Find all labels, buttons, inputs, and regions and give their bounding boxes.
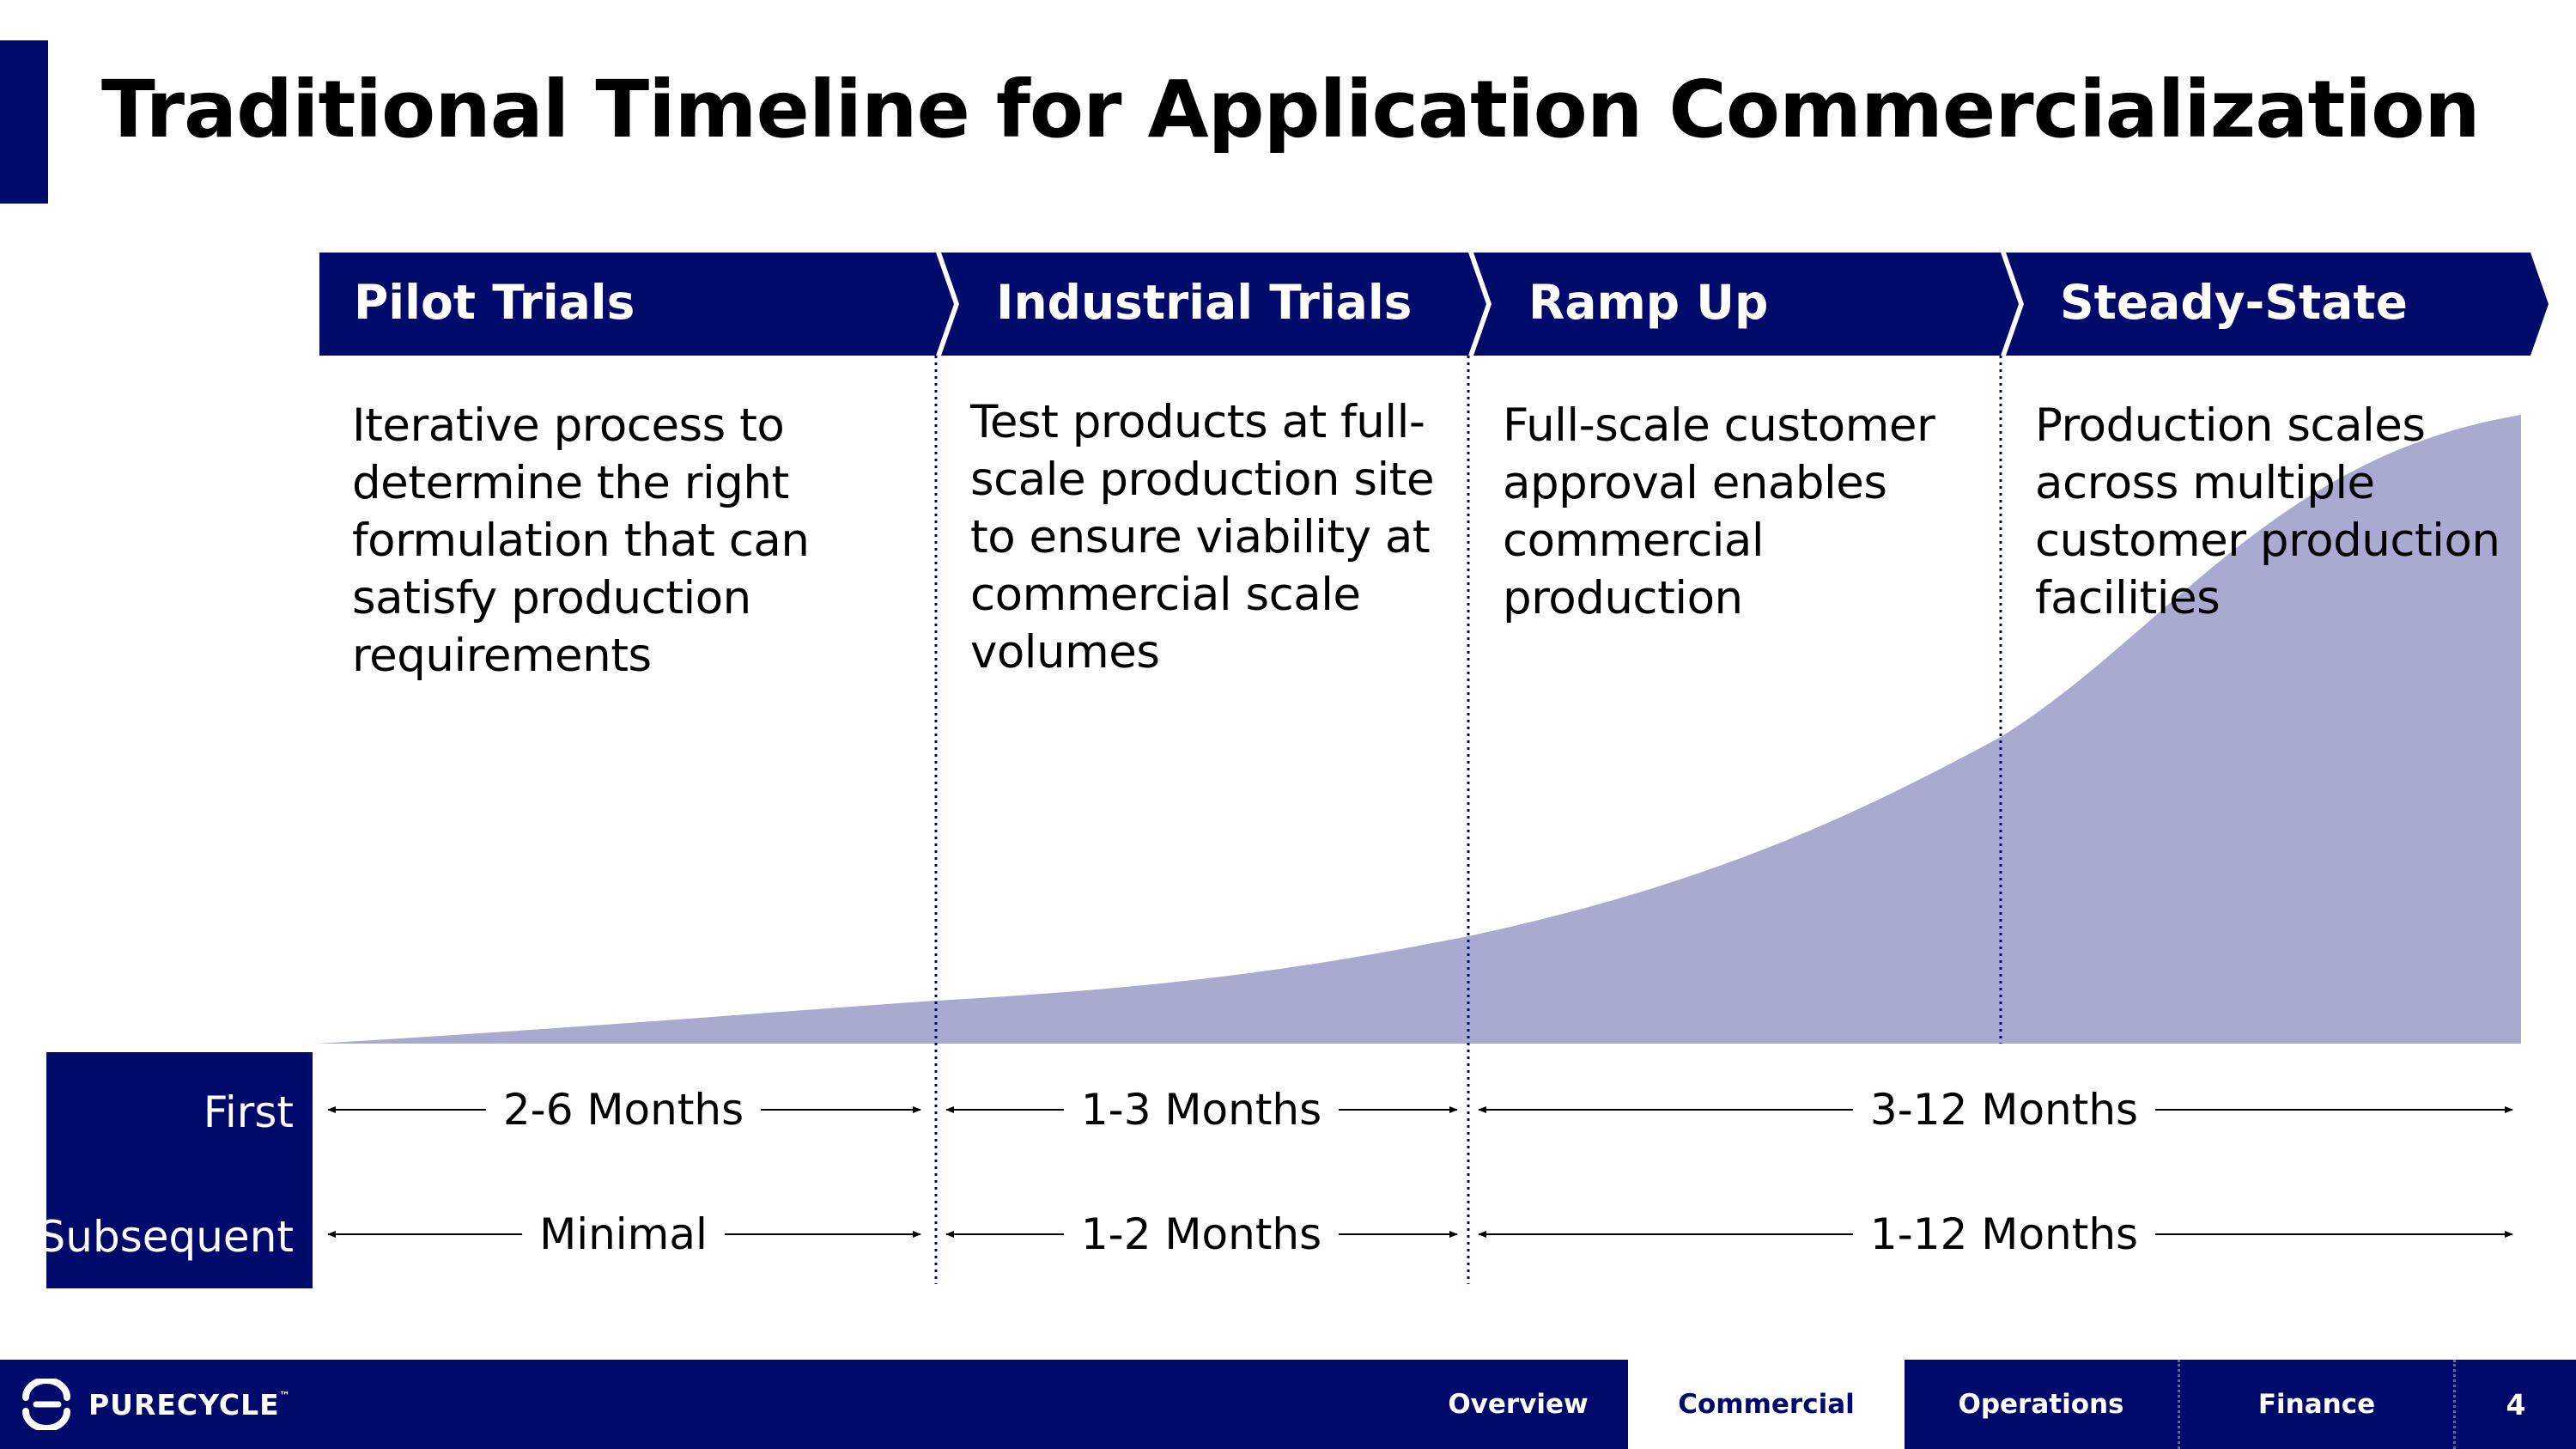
chevron-pilot-trials xyxy=(319,253,954,356)
tab-overview[interactable]: Overview xyxy=(1448,1389,1589,1420)
tab-operations[interactable]: Operations xyxy=(1958,1389,2124,1420)
phase-label-industrial-trials: Industrial Trials xyxy=(996,275,1413,330)
tab-finance[interactable]: Finance xyxy=(2257,1389,2376,1420)
brand-name: PURECYCLE xyxy=(88,1388,280,1422)
row-header-block: First Subsequent xyxy=(39,1052,313,1288)
subsequent-duration-industrial: 1-2 Months xyxy=(1063,1213,1340,1256)
chevron-ramp-up xyxy=(1473,253,2019,356)
phase-label-ramp-up: Ramp Up xyxy=(1528,275,1769,330)
row-label-first: First xyxy=(203,1087,294,1137)
tab-commercial[interactable]: Commercial xyxy=(1628,1360,1905,1449)
phase-description-steady-state: Production scales across multiple custom… xyxy=(2035,399,2500,624)
nav-separator xyxy=(2178,1360,2180,1449)
purecycle-logo-icon xyxy=(22,1379,70,1430)
chevron-steady-state xyxy=(2006,253,2549,356)
phase-description-ramp-up: Full-scale customer approval enables com… xyxy=(1503,399,1935,624)
brand-trademark: ™ xyxy=(279,1390,291,1402)
row-label-subsequent: Subsequent xyxy=(38,1212,294,1262)
title-accent-bar xyxy=(0,40,48,204)
subsequent-duration-pilot: Minimal xyxy=(522,1213,725,1256)
slide-title: Traditional Timeline for Application Com… xyxy=(101,64,2481,155)
phase-label-steady-state: Steady-State xyxy=(2060,275,2408,330)
chevron-industrial-trials xyxy=(941,253,1486,356)
phase-label-pilot-trials: Pilot Trials xyxy=(354,275,635,330)
first-duration-rampup-steady: 3-12 Months xyxy=(1852,1088,2156,1131)
first-duration-pilot: 2-6 Months xyxy=(485,1088,762,1131)
page-number: 4 xyxy=(2506,1387,2526,1422)
production-growth-curve xyxy=(318,415,2521,1044)
brand-logotype: PURECYCLE™ xyxy=(88,1391,291,1419)
phase-description-pilot-trials: Iterative process to determine the right… xyxy=(352,399,810,682)
nav-separator xyxy=(2453,1360,2456,1449)
first-duration-industrial: 1-3 Months xyxy=(1063,1088,1340,1131)
phase-description-industrial-trials: Test products at full-scale production s… xyxy=(970,396,1435,679)
footer-nav-bar: PURECYCLE™ Overview Commercial Operation… xyxy=(0,1360,2576,1449)
subsequent-duration-rampup-steady: 1-12 Months xyxy=(1852,1213,2156,1256)
